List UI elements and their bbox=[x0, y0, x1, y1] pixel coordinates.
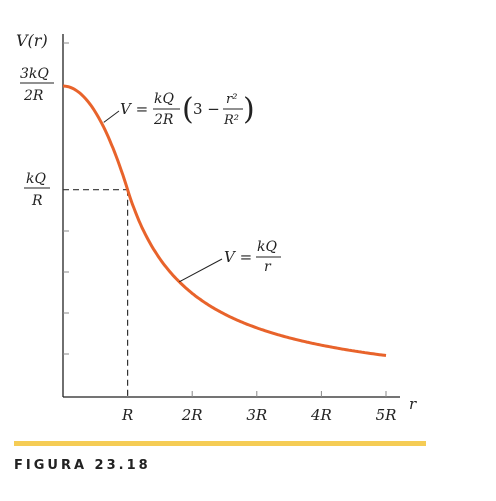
svg-text:(: ( bbox=[182, 92, 194, 127]
svg-text:R²: R² bbox=[223, 113, 239, 128]
x-axis-label: r bbox=[409, 395, 417, 413]
svg-text:2R: 2R bbox=[153, 112, 174, 128]
potential-curve bbox=[62, 84, 387, 357]
svg-text:V =: V = bbox=[120, 100, 148, 118]
figure-caption: FIGURA 23.18 bbox=[14, 458, 151, 473]
svg-text:3 −: 3 − bbox=[193, 100, 220, 118]
svg-text:V =: V = bbox=[224, 248, 252, 266]
svg-text:kQ: kQ bbox=[257, 239, 277, 255]
x-ticks: R 2R 3R 4R 5R bbox=[121, 391, 396, 424]
svg-text:): ) bbox=[243, 92, 255, 127]
y-tick-label-top: 3kQ 2R bbox=[20, 66, 54, 104]
svg-text:R: R bbox=[31, 193, 43, 209]
svg-text:r²: r² bbox=[226, 92, 237, 107]
caption-rule bbox=[14, 441, 426, 446]
svg-text:r: r bbox=[264, 259, 272, 275]
y-minor-ticks bbox=[63, 42, 69, 355]
annotation-inner-formula: V = kQ 2R ( 3 − r² R² ) bbox=[103, 91, 255, 128]
x-tick-label: R bbox=[121, 406, 133, 424]
svg-text:2R: 2R bbox=[23, 88, 44, 104]
svg-text:kQ: kQ bbox=[26, 171, 46, 187]
annotation-outer-formula: V = kQ r bbox=[179, 239, 281, 283]
x-tick-label: 2R bbox=[181, 406, 203, 424]
svg-text:kQ: kQ bbox=[154, 91, 174, 107]
x-tick-label: 5R bbox=[376, 406, 397, 424]
x-tick-label: 4R bbox=[310, 406, 332, 424]
y-axis-label: V(r) bbox=[16, 31, 48, 50]
y-tick-label-mid: kQ R bbox=[24, 171, 50, 209]
svg-text:3kQ: 3kQ bbox=[20, 66, 49, 82]
x-tick-label: 3R bbox=[246, 406, 267, 424]
